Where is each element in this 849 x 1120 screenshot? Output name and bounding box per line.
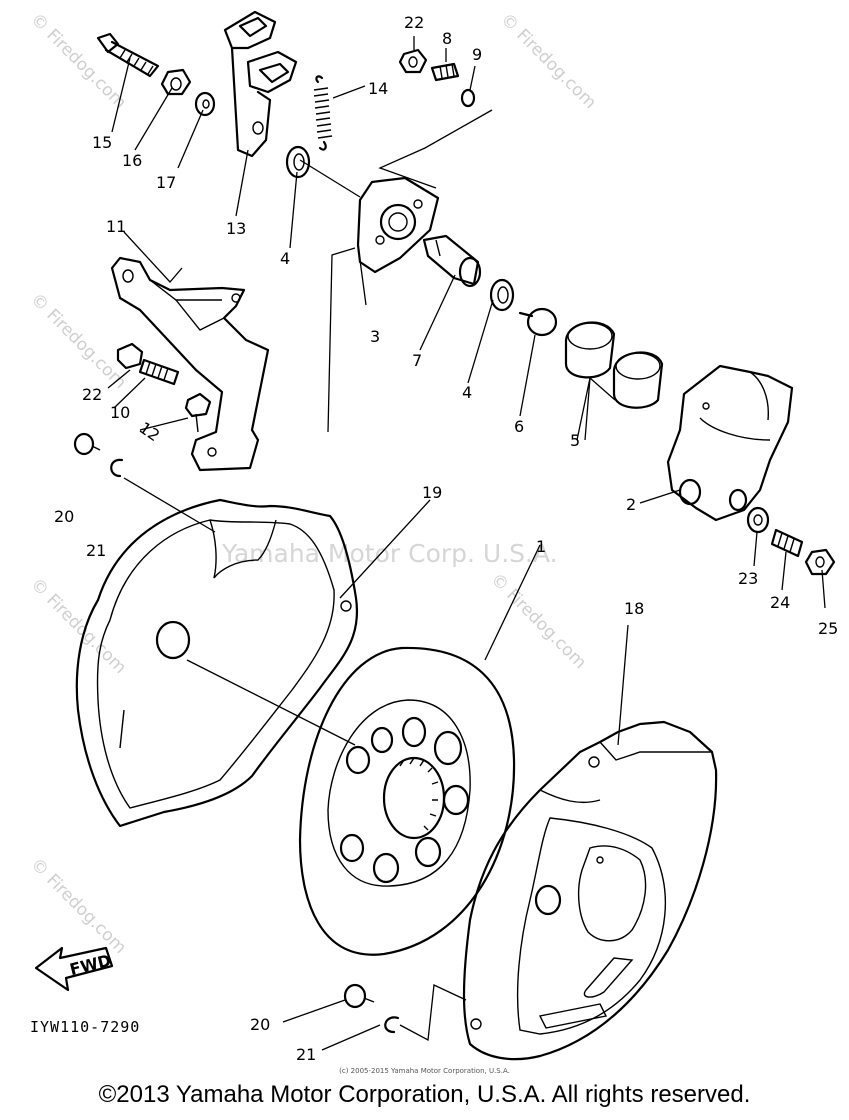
callout-20: 20: [54, 507, 74, 526]
part-22-nut: [116, 342, 144, 370]
watermark-site: © Firedog.com: [26, 289, 130, 393]
watermark-site: © Firedog.com: [26, 9, 130, 113]
callout-9: 9: [472, 45, 482, 64]
callout-7: 7: [412, 351, 422, 370]
part-6-pad-pin: [518, 307, 558, 337]
part-4-seal: [285, 145, 311, 179]
callout-6: 6: [514, 417, 524, 436]
part-22-nut: [398, 48, 428, 74]
watermark-site: © Firedog.com: [486, 569, 590, 673]
part-14-spring: [313, 75, 333, 151]
part-9-washer: [460, 88, 476, 108]
callout-14: 14: [368, 79, 388, 98]
part-4-seal: [489, 278, 515, 312]
callout-22: 22: [404, 13, 424, 32]
part-15-bolt: [96, 32, 160, 78]
callout-2: 2: [626, 495, 636, 514]
part-3-bracket: [356, 176, 440, 274]
part-23-washer: [746, 506, 770, 534]
part-11-bracket: [110, 256, 270, 472]
watermark-center: Yamaha Motor Corp. U.S.A.: [221, 539, 558, 568]
callout-4: 4: [280, 249, 290, 268]
callout-23: 23: [738, 569, 758, 588]
callout-22: 22: [82, 385, 102, 404]
callout-5: 5: [570, 431, 580, 450]
watermark-site: © Firedog.com: [496, 9, 600, 113]
callout-4: 4: [462, 383, 472, 402]
parts-diagram: © Firedog.com © Firedog.com © Firedog.co…: [26, 9, 838, 1064]
callout-24: 24: [770, 593, 790, 612]
callout-16: 16: [122, 151, 142, 170]
callout-1: 1: [536, 537, 546, 556]
part-20-bolt: [343, 983, 375, 1009]
part-8-bolt: [430, 62, 460, 82]
part-21-clip: [384, 1016, 400, 1034]
callout-13: 13: [226, 219, 246, 238]
callout-11: 11: [106, 217, 126, 236]
part-10-bolt: [138, 358, 180, 386]
part-12-bolt: [184, 392, 212, 433]
footer-copyright: ©2013 Yamaha Motor Corporation, U.S.A. A…: [98, 1081, 751, 1108]
part-1-disc: [298, 646, 516, 956]
part-2-caliper: [666, 364, 794, 522]
part-16-nut: [160, 68, 192, 96]
callout-19: 19: [422, 483, 442, 502]
callout-17: 17: [156, 173, 176, 192]
part-25-nut: [804, 548, 836, 576]
part-19-cover: [75, 498, 359, 828]
callout-25: 25: [818, 619, 838, 638]
callout-3: 3: [370, 327, 380, 346]
part-20-bolt: [73, 432, 101, 456]
part-21-clip: [110, 458, 124, 478]
callout-20: 20: [250, 1015, 270, 1034]
small-copyright: (c) 2005-2015 Yamaha Motor Corporation, …: [339, 1067, 510, 1075]
part-7-pin: [422, 234, 482, 288]
callout-8: 8: [442, 29, 452, 48]
callout-10: 10: [110, 403, 130, 422]
callout-21: 21: [296, 1045, 316, 1064]
leader-lines: [107, 36, 826, 1051]
part-18-cover: [462, 720, 718, 1061]
diagram-code: IYW110-7290: [30, 1018, 141, 1036]
callout-15: 15: [92, 133, 112, 152]
part-24-bolt: [770, 528, 804, 558]
callout-21: 21: [86, 541, 106, 560]
fwd-arrow-icon: FWD: [34, 946, 114, 992]
callout-18: 18: [624, 599, 644, 618]
part-5-piston: [564, 321, 616, 379]
callout-12: 12: [136, 418, 164, 445]
watermark-site: © Firedog.com: [26, 854, 130, 958]
part-13-lever: [223, 10, 298, 158]
part-5-piston: [612, 351, 664, 409]
part-17-washer: [194, 91, 216, 117]
